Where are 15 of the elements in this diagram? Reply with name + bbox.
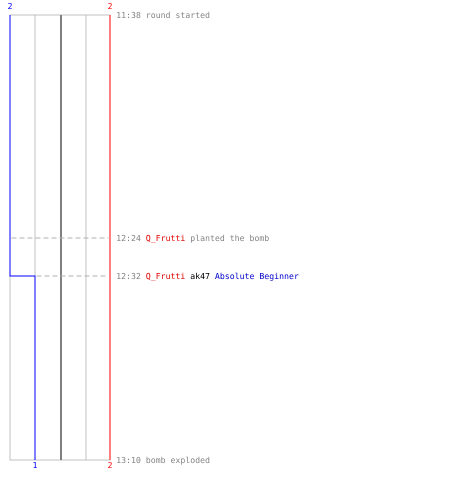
event-time: 11:38 [117,12,140,18]
count-number: 1 [34,462,37,468]
event-time: 12:24 [117,234,140,241]
event-text: round started [147,12,210,18]
count-number: 2 [108,2,112,10]
weapon-name: ak47 [190,272,210,280]
player-name: Q_Frutti [146,272,185,281]
event-text: planted the bomb [191,234,269,243]
player-name: Absolute Beginner [215,272,299,281]
player-name: Q_Frutti [146,234,185,243]
count-number: 2 [8,2,12,10]
event-text: bomb exploded [146,456,210,465]
event-time: 12:32 [117,272,140,280]
count-number: 2 [108,462,112,468]
event-time: 13:10 [117,456,140,464]
